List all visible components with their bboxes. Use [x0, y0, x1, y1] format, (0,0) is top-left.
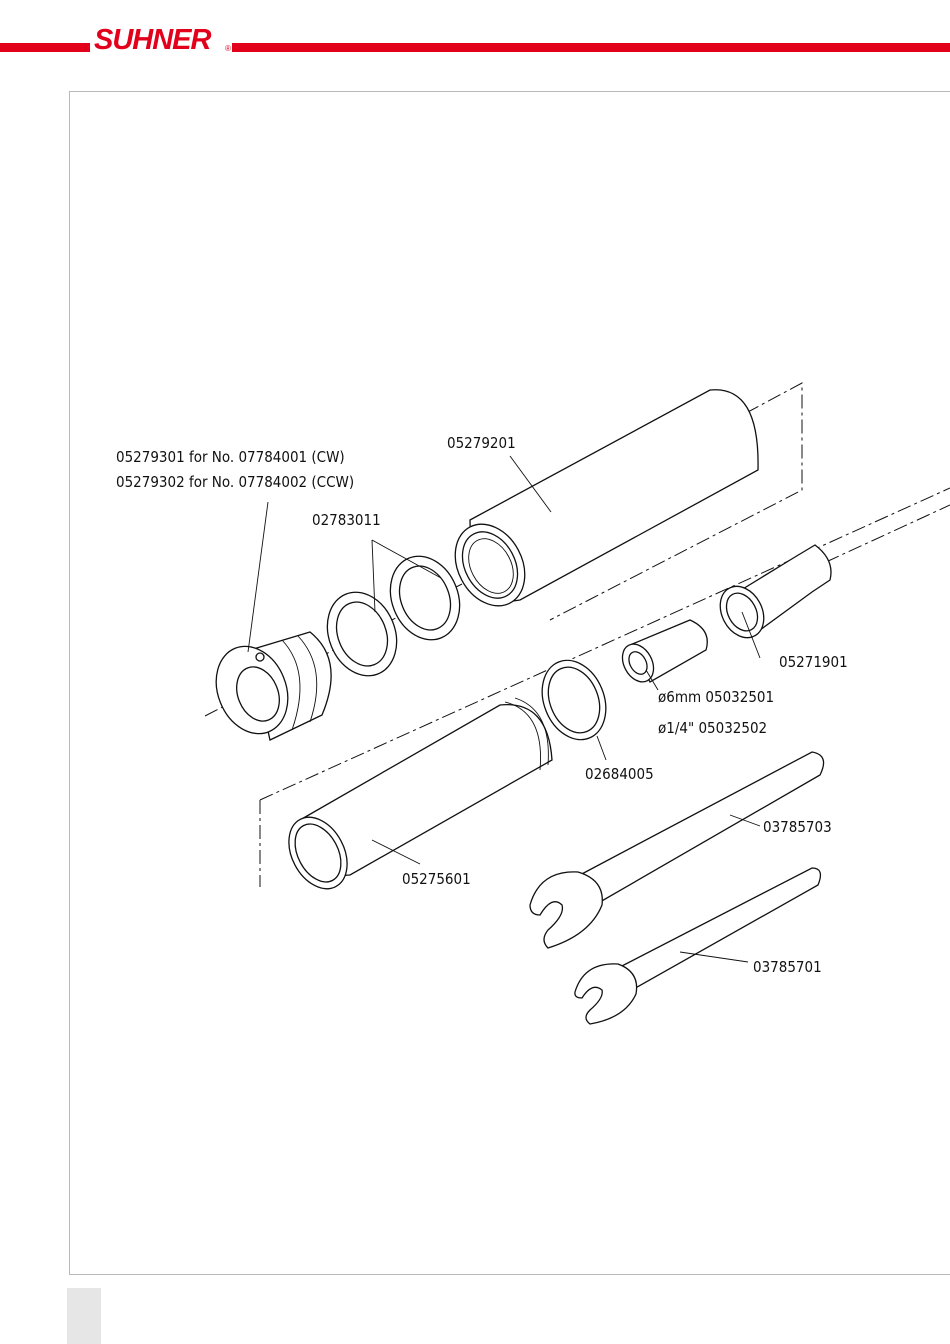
sleeve-bottom-part	[277, 698, 552, 899]
sleeve-top-part	[442, 390, 759, 618]
label-mount-ccw: 05279302 for No. 07784002 (CCW)	[116, 473, 354, 491]
label-sleeve-bottom: 05275601	[402, 870, 471, 888]
washer-pair-part	[315, 546, 471, 686]
label-wrench-small: 03785701	[753, 958, 822, 976]
label-sleeve-top: 05279201	[447, 434, 516, 452]
mounting-nut-part	[204, 632, 332, 744]
label-ring: 02684005	[585, 765, 654, 783]
label-collet-quarter: ø1/4" 05032502	[658, 719, 767, 737]
label-collet-6mm: ø6mm 05032501	[658, 688, 774, 706]
collet-part	[616, 620, 707, 687]
label-wrench-large: 03785703	[763, 818, 832, 836]
label-spindle: 05271901	[779, 653, 848, 671]
label-mount-cw: 05279301 for No. 07784001 (CW)	[116, 448, 345, 466]
label-washer-pair: 02783011	[312, 511, 381, 529]
spindle-part	[712, 545, 831, 645]
wrench-large-part	[530, 752, 824, 948]
